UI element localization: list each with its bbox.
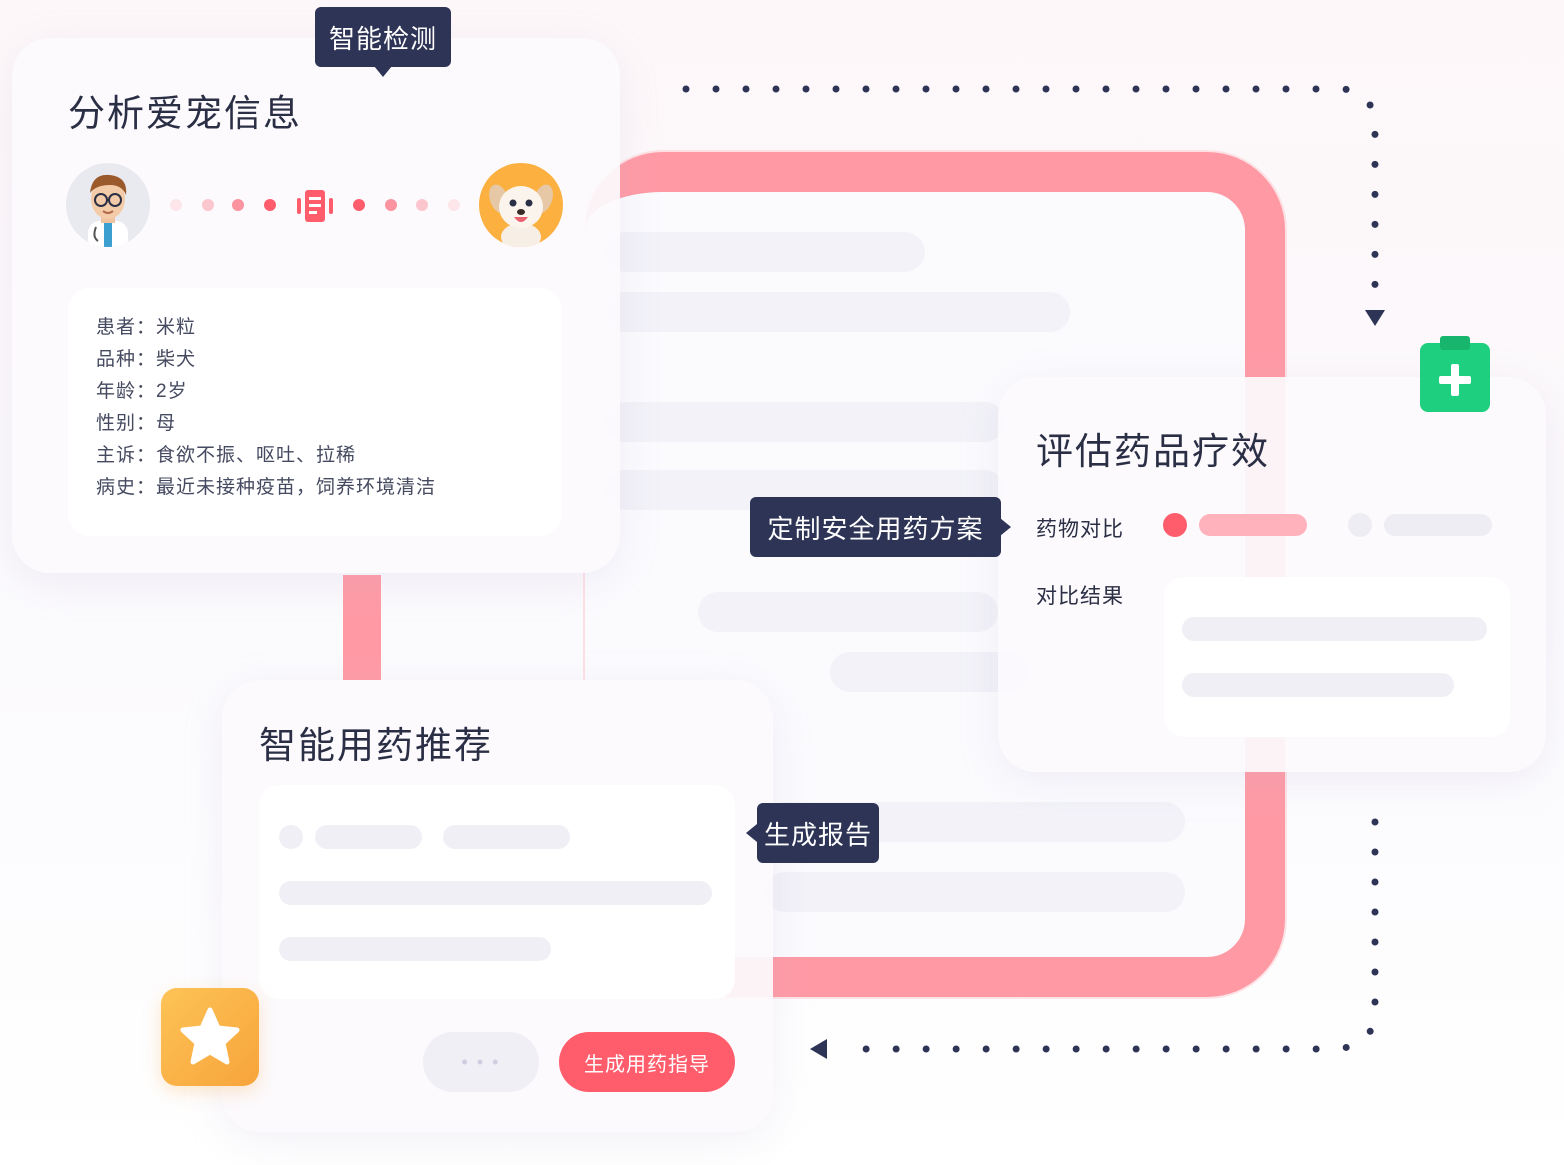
progress-dot [416,199,428,211]
recommend-card-title: 智能用药推荐 [259,725,493,766]
flow-dotted-line-top [682,85,1385,326]
generate-guidance-button[interactable]: 生成用药指导 [559,1032,735,1092]
patient-name-line: 患者：米粒 [96,317,197,338]
recommend-panel [259,785,735,999]
progress-dot [264,199,276,211]
result-bar [1182,617,1487,641]
placeholder-bar [698,592,998,632]
star-icon [161,988,259,1086]
recommend-bar [315,825,422,849]
progress-dot [232,199,244,211]
flow-dotted-line-bottom [810,818,1379,1059]
assess-card: 评估药品疗效 药物对比 对比结果 [998,377,1546,772]
placeholder-bar [605,232,925,272]
recommend-bar [279,881,712,905]
compare-dot-active [1163,513,1187,537]
patient-breed-line: 品种：柴犬 [96,349,197,370]
result-panel [1164,577,1510,737]
recommend-bar [443,825,570,849]
progress-dot [170,199,182,211]
dog-avatar-icon [479,163,563,247]
tooltip-pointer [374,66,392,77]
tooltip-pointer [1000,518,1011,536]
progress-dot [448,199,460,211]
placeholder-bar [605,402,1005,442]
smart-detect-tooltip: 智能检测 [315,7,451,67]
receipt-icon [296,188,334,224]
patient-info-panel: 患者：米粒 品种：柴犬 年龄：2岁 性别：母 主诉：食欲不振、呕吐、拉稀 病史：… [68,288,562,536]
placeholder-bar [830,652,1030,692]
recommend-card: 智能用药推荐 • • • 生成用药指导 [222,680,773,1132]
custom-plan-tooltip: 定制安全用药方案 [750,497,1001,557]
progress-dot [353,199,365,211]
assess-card-title: 评估药品疗效 [1036,431,1270,472]
analysis-card-title: 分析爱宠信息 [68,93,302,134]
doctor-avatar-icon [66,163,150,247]
compare-bar-active [1199,514,1307,536]
recommend-dot [279,825,303,849]
arrow-left-icon [810,1039,827,1059]
generate-report-tooltip: 生成报告 [757,803,879,863]
progress-dot [385,199,397,211]
arrow-down-icon [1365,310,1385,326]
result-label: 对比结果 [1036,585,1124,608]
compare-bar [1384,514,1492,536]
tooltip-pointer [746,824,757,842]
patient-history-line: 病史：最近未接种疫苗，饲养环境清洁 [96,477,437,498]
result-bar [1182,673,1454,697]
progress-dot [202,199,214,211]
recommend-bar [279,937,551,961]
patient-gender-line: 性别：母 [96,413,177,434]
more-button[interactable]: • • • [423,1032,539,1092]
patient-age-line: 年龄：2岁 [96,381,188,402]
connector-bar [343,575,381,680]
medical-clipboard-icon [1420,336,1490,412]
compare-dot [1348,513,1372,537]
placeholder-bar [605,292,1070,332]
analysis-card: 分析爱宠信息 [12,38,620,573]
compare-label: 药物对比 [1036,518,1124,541]
patient-complaint-line: 主诉：食欲不振、呕吐、拉稀 [96,445,357,466]
placeholder-bar [765,872,1185,912]
